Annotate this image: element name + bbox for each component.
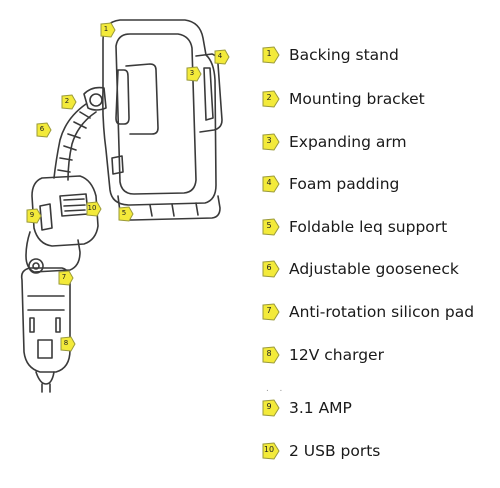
callout-6-icon: 6	[36, 122, 52, 138]
callout-4-icon: 4	[214, 49, 230, 65]
number-badge-icon: 7	[262, 303, 280, 321]
callout-4-number: 4	[217, 52, 223, 60]
legend-label: Mounting bracket	[289, 90, 425, 108]
number-badge-icon: 8	[262, 346, 280, 364]
callout-5-icon: 5	[118, 206, 134, 222]
number-badge-icon: 9	[262, 399, 280, 417]
legend-label: Adjustable gooseneck	[289, 260, 459, 278]
callout-7-icon: 7	[58, 270, 74, 286]
parts-legend: 1 Backing stand 2 Mounting bracket 3 Exp…	[262, 0, 500, 483]
callout-2-number: 2	[64, 97, 70, 105]
legend-item-foam-padding: 4 Foam padding	[262, 172, 399, 196]
legend-label: Foldable leq support	[289, 218, 448, 236]
callout-2-icon: 2	[61, 94, 77, 110]
legend-item-12v-charger: 8 12V charger	[262, 343, 384, 367]
separator-dots: . .	[266, 383, 287, 394]
number-badge-icon: 2	[262, 90, 280, 108]
legend-label: 3.1 AMP	[289, 399, 352, 417]
callout-1-number: 1	[103, 25, 109, 33]
badge-number: 5	[266, 221, 272, 230]
number-badge-icon: 4	[262, 175, 280, 193]
legend-label: Foam padding	[289, 175, 400, 193]
number-badge-icon: 3	[262, 133, 280, 151]
legend-item-expanding-arm: 3 Expanding arm	[262, 130, 407, 154]
badge-number: 9	[266, 402, 272, 411]
legend-item-adjustable-gooseneck: 6 Adjustable gooseneck	[262, 257, 459, 281]
badge-number: 8	[266, 349, 272, 358]
badge-number: 1	[266, 49, 272, 58]
legend-item-backing-stand: 1 Backing stand	[262, 43, 399, 67]
legend-label: Expanding arm	[289, 133, 407, 151]
badge-number: 6	[266, 263, 272, 272]
callout-9-number: 9	[29, 211, 35, 219]
number-badge-icon: 1	[262, 46, 280, 64]
badge-number: 2	[266, 93, 272, 102]
car-mount-drawing	[20, 19, 223, 393]
badge-number: 7	[266, 306, 272, 315]
legend-label: 12V charger	[289, 346, 384, 364]
legend-label: 2 USB ports	[289, 442, 381, 460]
number-badge-icon: 6	[262, 260, 280, 278]
number-badge-icon: 10	[262, 442, 280, 460]
legend-item-foldable-leg-support: 5 Foldable leq support	[262, 215, 447, 239]
callout-7-number: 7	[61, 273, 67, 281]
callout-10-number: 10	[87, 204, 97, 212]
legend-item-2-usb-ports: 10 2 USB ports	[262, 439, 380, 463]
callout-10-icon: 10	[86, 201, 102, 217]
legend-item-anti-rotation-pad: 7 Anti-rotation silicon pad	[262, 300, 474, 324]
badge-number: 10	[263, 445, 275, 454]
legend-label: Backing stand	[289, 46, 399, 64]
callout-1-icon: 1	[100, 22, 116, 38]
badge-number: 4	[266, 178, 272, 187]
callout-6-number: 6	[39, 125, 45, 133]
callout-8-number: 8	[63, 339, 69, 347]
callout-9-icon: 9	[26, 208, 42, 224]
legend-label: Anti-rotation silicon pad	[289, 303, 475, 321]
legend-item-mounting-bracket: 2 Mounting bracket	[262, 87, 425, 111]
product-illustration: 1 2 3 4 5 6 7 8 9 10	[20, 19, 230, 393]
callout-8-icon: 8	[60, 336, 76, 352]
callout-3-number: 3	[189, 69, 195, 77]
callout-3-icon: 3	[186, 66, 202, 82]
badge-number: 3	[266, 136, 272, 145]
legend-item-3-1-amp: 9 3.1 AMP	[262, 396, 352, 420]
number-badge-icon: 5	[262, 218, 280, 236]
callout-5-number: 5	[121, 209, 127, 217]
